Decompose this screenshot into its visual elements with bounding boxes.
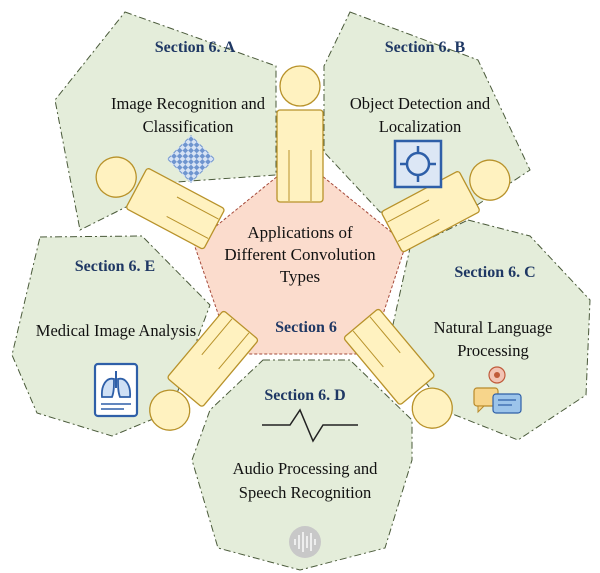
section-b-title: Section 6. B bbox=[385, 39, 466, 56]
center-title-line-3: Types bbox=[280, 267, 320, 286]
section-d-label-line-2: Speech Recognition bbox=[239, 483, 371, 502]
section-a-label-line-2: Classification bbox=[143, 117, 234, 136]
person-left bbox=[95, 156, 225, 250]
center-title-line-1: Applications of bbox=[247, 223, 353, 242]
section-d-title: Section 6. D bbox=[264, 387, 345, 404]
center-pentagon bbox=[193, 157, 407, 355]
lungs-xray-icon bbox=[93, 362, 139, 418]
section-c-label-line-1: Natural Language bbox=[434, 318, 553, 337]
section-e-title: Section 6. E bbox=[75, 258, 155, 275]
section-c-title: Section 6. C bbox=[454, 264, 535, 281]
center-section-label: Section 6 bbox=[275, 319, 337, 336]
section-e-label-line-1: Medical Image Analysis bbox=[36, 321, 196, 340]
section-a-label-line-1: Image Recognition and bbox=[111, 94, 266, 113]
section-c-panel bbox=[389, 219, 591, 441]
checkerboard-icon bbox=[166, 134, 216, 184]
section-b-label-line-1: Object Detection and bbox=[350, 94, 491, 113]
section-d-label-line-1: Audio Processing and bbox=[233, 459, 379, 478]
person-top bbox=[276, 65, 324, 203]
section-d-panel bbox=[191, 359, 413, 571]
person-bottom-left bbox=[149, 310, 259, 431]
person-bottom-right bbox=[343, 308, 453, 429]
person-right bbox=[381, 159, 511, 253]
crosshair-target-icon bbox=[393, 139, 443, 189]
chat-bubbles-icon bbox=[473, 366, 522, 414]
center-title-line-2: Different Convolution bbox=[224, 245, 376, 264]
section-b-label-line-2: Localization bbox=[379, 117, 461, 136]
sound-wave-circle-icon bbox=[289, 526, 321, 558]
section-c-label-line-2: Processing bbox=[457, 341, 529, 360]
section-e-panel bbox=[11, 235, 211, 437]
waveform-icon bbox=[262, 408, 358, 443]
section-a-title: Section 6. A bbox=[155, 39, 236, 56]
